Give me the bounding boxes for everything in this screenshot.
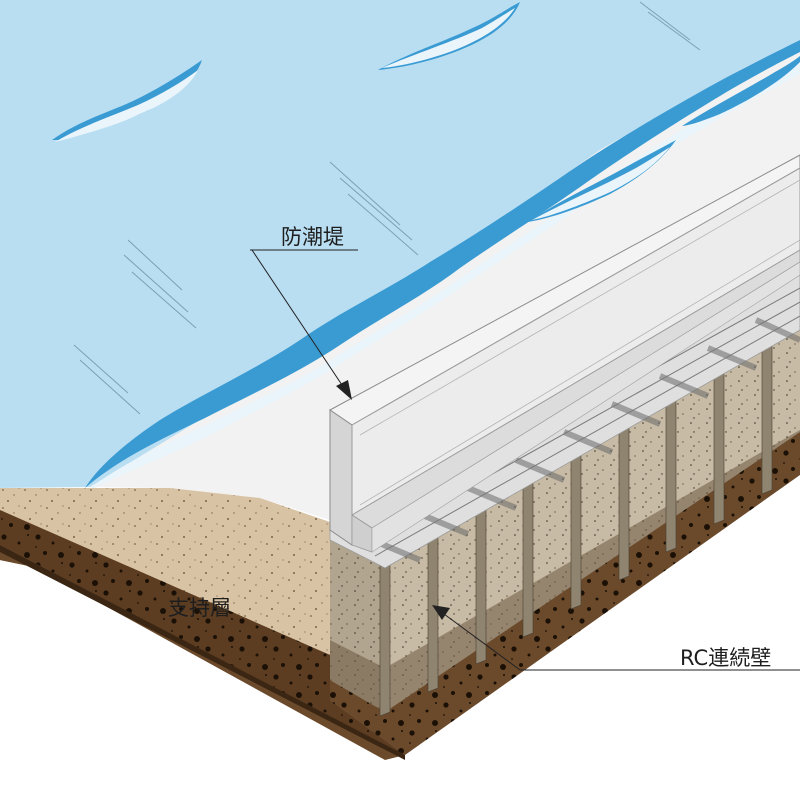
foam-patch <box>55 70 198 142</box>
rc-wall-label: RC連続壁 <box>680 646 772 670</box>
foam-patch <box>528 140 676 222</box>
rebar-grid <box>370 317 800 563</box>
foam-patch <box>682 56 800 126</box>
sea-surface <box>0 0 800 488</box>
rc-wall-panels <box>379 344 773 717</box>
bearing-layer-label: 支持層 <box>168 596 231 620</box>
foam-patch <box>52 60 202 140</box>
shoreline-wave <box>85 40 800 488</box>
soil-front-texture <box>0 510 405 755</box>
soil-top-shade <box>0 545 405 760</box>
water-streaks <box>73 1 701 415</box>
rc-wall-buried <box>330 640 385 712</box>
seawall-structure <box>329 154 800 553</box>
shoreline-foam <box>90 62 800 488</box>
sand-layer-texture <box>0 488 330 655</box>
foam-patch <box>378 2 520 70</box>
rc-wall-buried-right <box>385 430 800 712</box>
seawall-label: 防潮堤 <box>281 225 344 249</box>
rc-wall-leader <box>432 605 800 671</box>
seawall-leader <box>250 249 358 400</box>
